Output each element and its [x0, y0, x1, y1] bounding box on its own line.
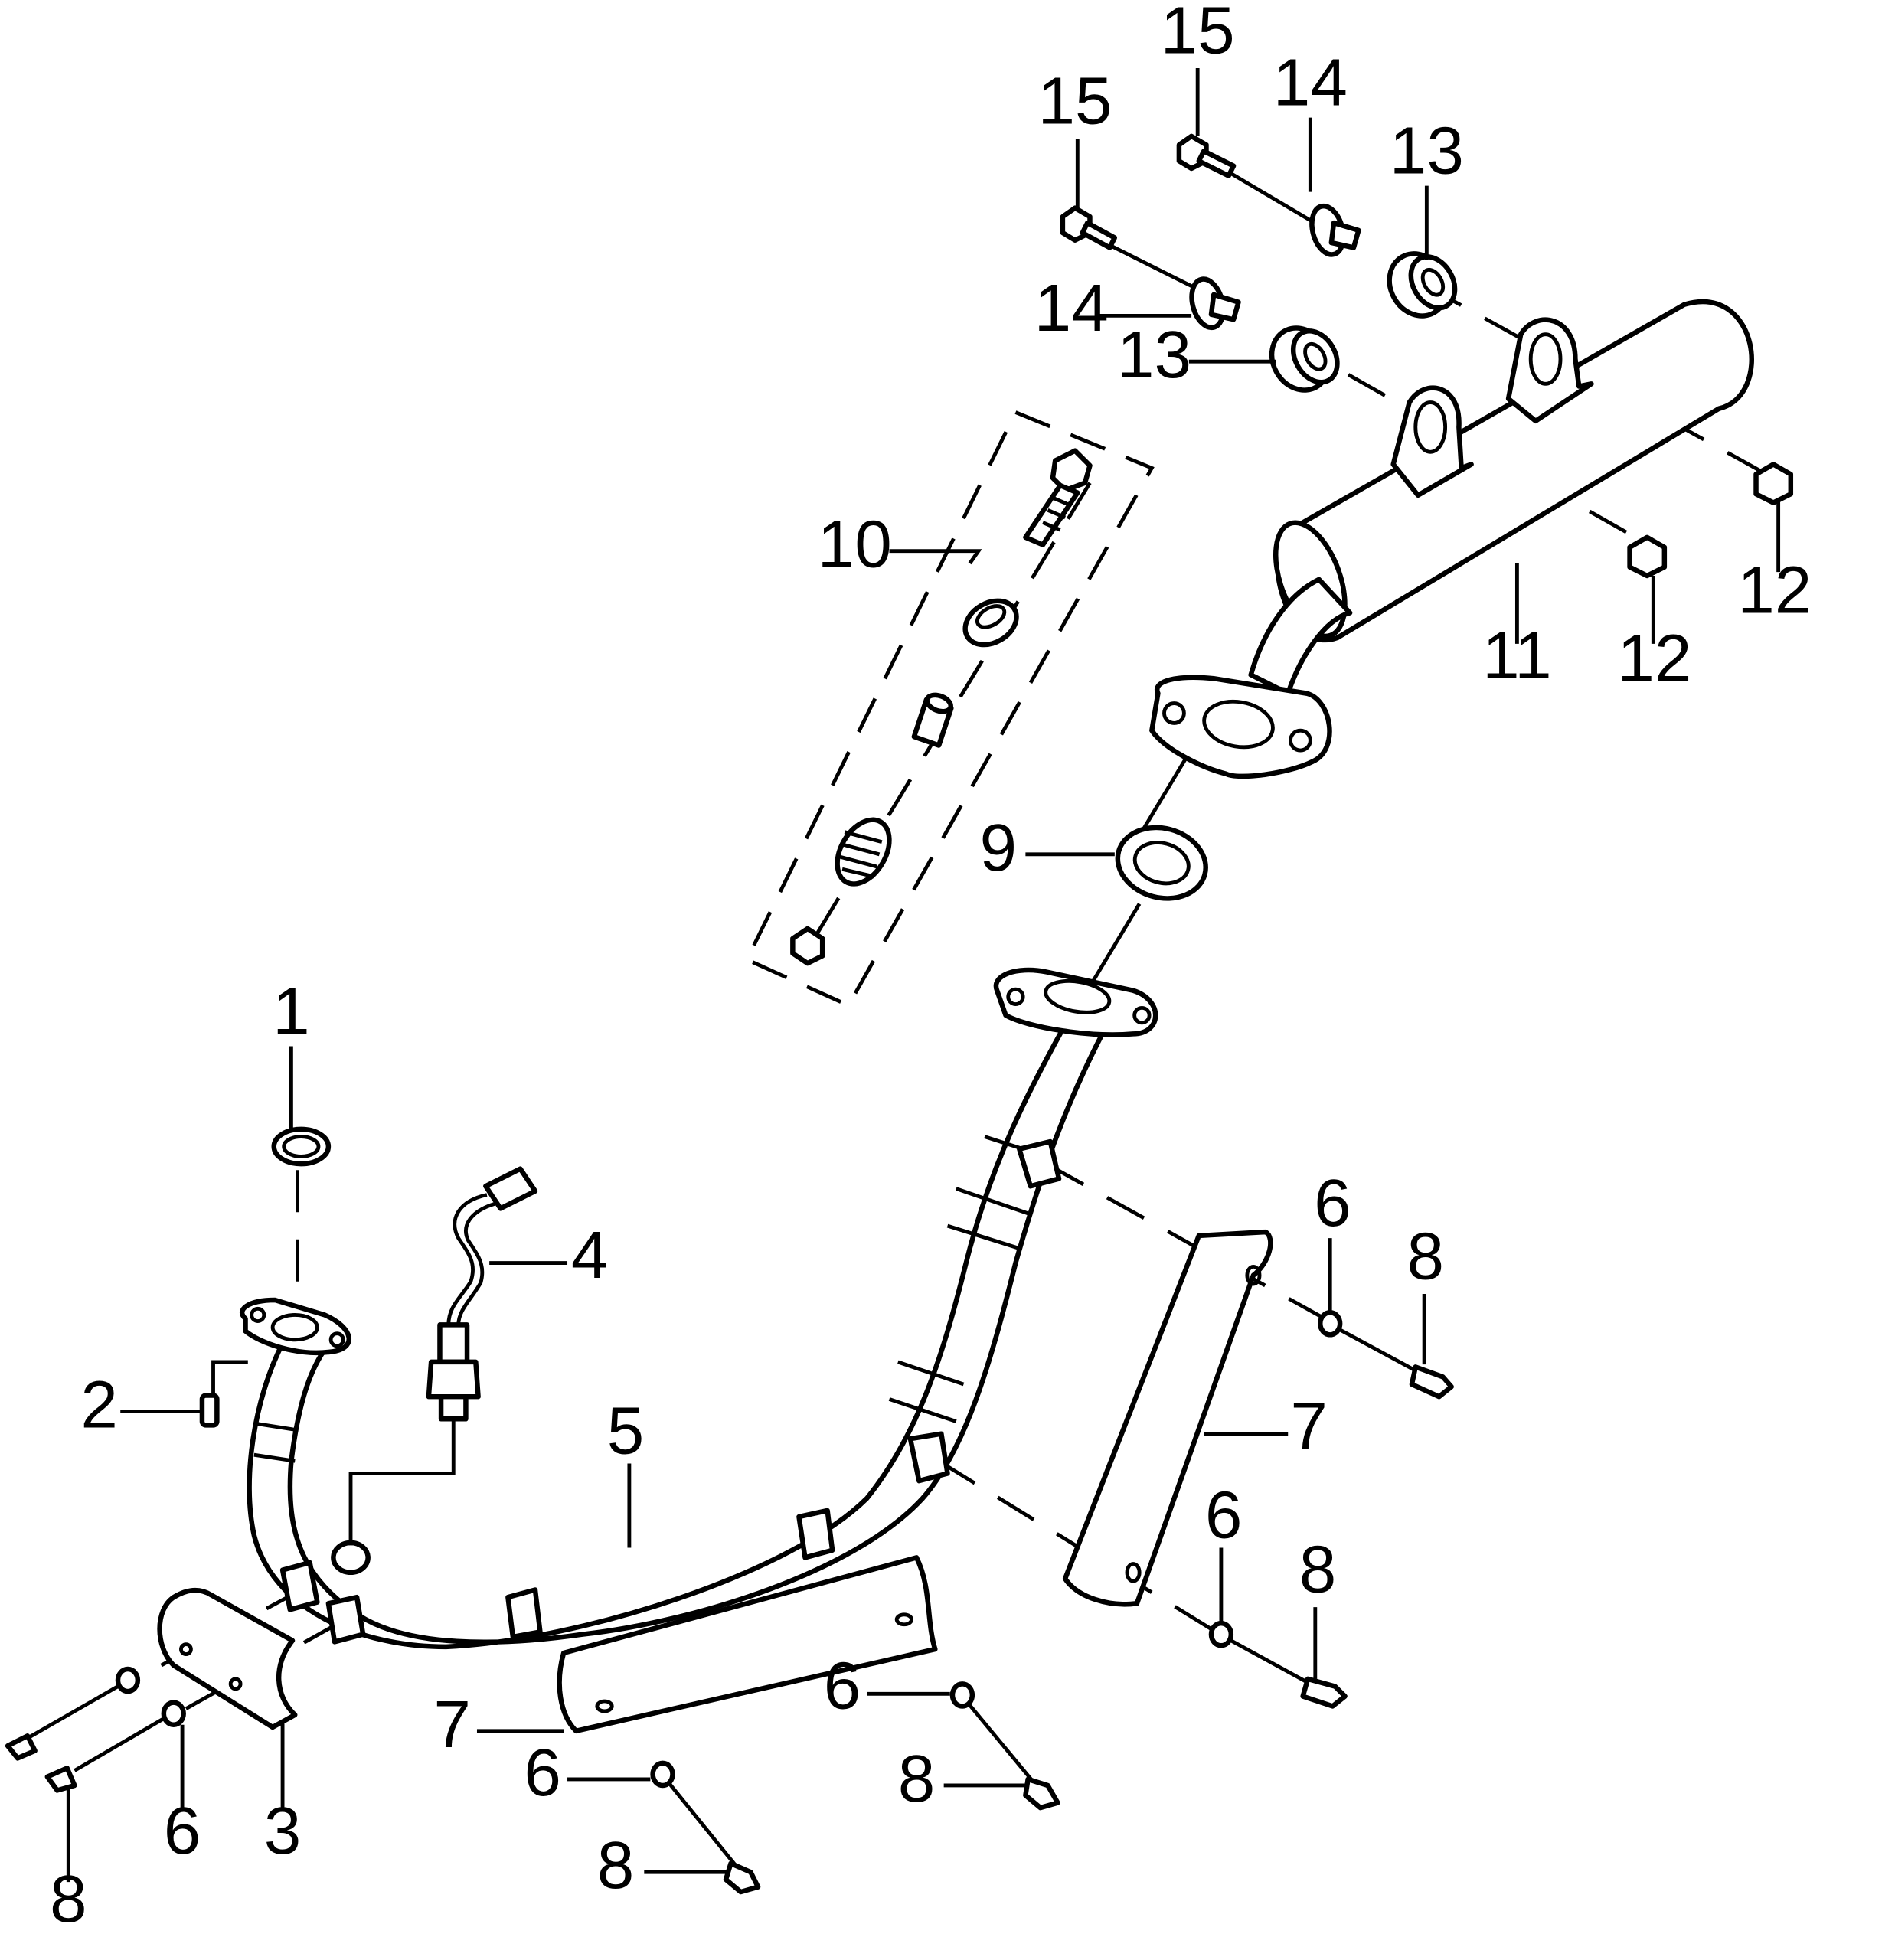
- callout-1: 1: [273, 973, 310, 1048]
- callout-8: 8: [1407, 1219, 1444, 1294]
- callout-12: 12: [1617, 620, 1691, 695]
- callout-5: 5: [607, 1393, 645, 1468]
- ring-gasket: [271, 1126, 332, 1167]
- heat-shield-vertical: [1062, 1229, 1273, 1607]
- fasteners: [5, 1309, 1454, 1895]
- washer-14-upper: [1309, 203, 1361, 257]
- callout-2: 2: [80, 1367, 118, 1442]
- bolt-15-lower: [1060, 205, 1118, 250]
- callout-8: 8: [898, 1741, 936, 1816]
- gasket: [1115, 825, 1208, 901]
- spring: [835, 817, 892, 887]
- bolt-15-upper: [1176, 133, 1237, 178]
- pipe-tabs: [279, 1138, 1062, 1645]
- callout-9: 9: [980, 810, 1018, 885]
- nut-12-left: [1627, 534, 1668, 579]
- long-bolt: [1023, 448, 1093, 547]
- callout-14: 14: [1034, 270, 1109, 345]
- callout-14: 14: [1273, 44, 1348, 119]
- callout-labels: 1 2 3 4 5 6 6 6 6 6 7 7 8 8 8 8 8 9 10 1…: [50, 0, 1812, 1936]
- washer-14-lower: [1189, 276, 1241, 331]
- muffler: [1149, 299, 1754, 779]
- kit-nut: [790, 926, 825, 966]
- outlet-flange: [993, 967, 1158, 1037]
- nut-12-right: [1753, 462, 1794, 505]
- stud: [199, 1393, 220, 1428]
- callout-3: 3: [264, 1793, 302, 1868]
- callout-8: 8: [597, 1828, 635, 1903]
- sleeve: [911, 692, 954, 748]
- bolt-kit-box: [744, 410, 1155, 1008]
- sensor-connector: [483, 1166, 538, 1211]
- downpipe-flange: [239, 1297, 351, 1356]
- callout-15: 15: [1161, 0, 1235, 68]
- callout-12: 12: [1737, 553, 1812, 628]
- callout-7: 7: [1290, 1388, 1328, 1463]
- grommet-13-lower: [1269, 325, 1340, 393]
- muffler-bracket-left: [1390, 385, 1474, 498]
- exhaust-pipe: [239, 967, 1158, 1650]
- callout-7: 7: [433, 1687, 471, 1762]
- callout-6: 6: [524, 1735, 561, 1810]
- heat-shield-small: [157, 1587, 298, 1730]
- grommet-13-upper: [1387, 251, 1458, 318]
- callout-6: 6: [1314, 1165, 1351, 1240]
- sensor-boss: [331, 1540, 371, 1576]
- callout-6: 6: [824, 1648, 861, 1723]
- callout-10: 10: [818, 507, 892, 582]
- callout-6: 6: [1205, 1478, 1243, 1553]
- callout-15: 15: [1038, 64, 1112, 139]
- heat-shield-lower: [557, 1555, 938, 1734]
- callout-13: 13: [1390, 113, 1464, 188]
- callout-4: 4: [571, 1217, 609, 1292]
- bushing: [962, 598, 1019, 648]
- leader-lines: [66, 67, 1781, 1883]
- callout-13: 13: [1117, 317, 1191, 392]
- muffler-bracket-right: [1505, 317, 1594, 424]
- muffler-hardware: [1060, 133, 1794, 579]
- callout-6: 6: [164, 1793, 201, 1868]
- callout-8: 8: [50, 1861, 87, 1936]
- callout-11: 11: [1482, 618, 1552, 693]
- callout-8: 8: [1299, 1532, 1337, 1607]
- oxygen-sensor: [426, 1166, 538, 1422]
